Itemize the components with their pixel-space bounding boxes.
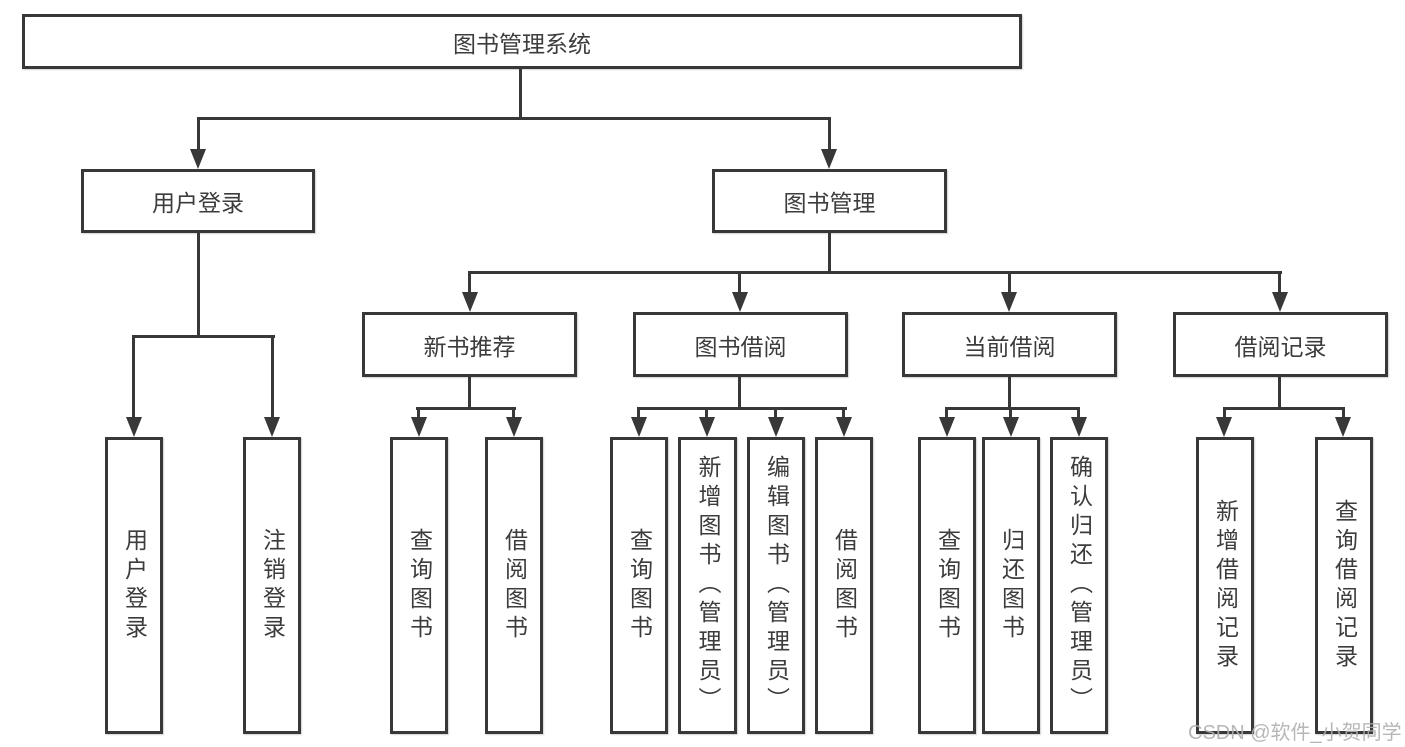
arrowhead-down-icon	[1272, 292, 1288, 312]
arrowhead-down-icon	[821, 149, 837, 169]
arrowhead-down-icon	[462, 292, 478, 312]
connector-line	[1008, 377, 1011, 410]
connector-line	[738, 377, 741, 410]
connector-line	[637, 407, 847, 410]
node-user-login-label: 用户登录	[152, 190, 244, 216]
arrowhead-down-icon	[699, 417, 715, 437]
connector-line	[132, 335, 275, 338]
connector-line	[132, 335, 135, 419]
leaf-query-borrow-record-label: 查询借阅记录	[1331, 498, 1358, 673]
arrowhead-down-icon	[939, 417, 955, 437]
leaf-edit-book-admin: 编辑图书（管理员）	[747, 437, 805, 734]
connector-line	[512, 407, 515, 419]
leaf-borrow-books-borrowing: 借阅图书	[815, 437, 873, 734]
connector-line	[945, 407, 948, 419]
arrowhead-down-icon	[264, 417, 280, 437]
leaf-add-book-admin: 新增图书（管理员）	[678, 437, 737, 734]
leaf-query-books-borrowing: 查询图书	[610, 437, 668, 734]
connector-line	[738, 271, 741, 294]
connector-line	[468, 271, 471, 294]
leaf-confirm-return-admin-label: 确认归还（管理员）	[1066, 455, 1093, 716]
leaf-query-books-borrowing-label: 查询图书	[626, 527, 653, 644]
leaf-query-books-recommend-label: 查询图书	[406, 527, 433, 644]
connector-line	[417, 407, 420, 419]
leaf-user-login-label: 用户登录	[121, 527, 148, 644]
node-book-management: 图书管理	[712, 169, 947, 233]
node-current-borrowing-label: 当前借阅	[963, 333, 1056, 360]
leaf-query-books-recommend: 查询图书	[390, 437, 448, 734]
node-new-book-recommendation: 新书推荐	[362, 312, 577, 377]
node-borrowing-records-label: 借阅记录	[1234, 333, 1327, 360]
leaf-query-books-current-label: 查询图书	[934, 527, 961, 644]
node-borrowing-records: 借阅记录	[1173, 312, 1388, 377]
leaf-logout-label: 注销登录	[259, 527, 286, 644]
arrowhead-down-icon	[631, 417, 647, 437]
leaf-edit-book-admin-label: 编辑图书（管理员）	[763, 455, 790, 716]
connector-line	[945, 407, 1080, 410]
connector-line	[828, 233, 831, 274]
node-current-borrowing: 当前借阅	[902, 312, 1117, 377]
arrowhead-down-icon	[1216, 417, 1232, 437]
connector-line	[637, 407, 640, 419]
leaf-add-borrow-record: 新增借阅记录	[1196, 437, 1254, 734]
leaf-add-book-admin-label: 新增图书（管理员）	[695, 455, 721, 716]
leaf-query-books-current: 查询图书	[918, 437, 976, 734]
connector-line	[197, 117, 831, 120]
leaf-borrow-books-recommend-label: 借阅图书	[501, 527, 528, 644]
watermark: CSDN @软件_小贺同学	[1188, 722, 1402, 744]
arrowhead-down-icon	[1001, 292, 1017, 312]
connector-line	[705, 407, 708, 419]
leaf-borrow-books-recommend: 借阅图书	[485, 437, 543, 734]
connector-line	[1223, 407, 1226, 419]
connector-line	[416, 407, 516, 410]
node-book-management-label: 图书管理	[783, 190, 876, 216]
leaf-confirm-return-admin: 确认归还（管理员）	[1050, 437, 1108, 734]
connector-line	[1278, 377, 1281, 410]
arrowhead-down-icon	[768, 417, 784, 437]
arrowhead-down-icon	[506, 417, 522, 437]
leaf-borrow-books-borrowing-label: 借阅图书	[831, 527, 858, 644]
node-book-borrowing: 图书借阅	[633, 312, 848, 377]
leaf-user-login: 用户登录	[105, 437, 163, 734]
node-user-login: 用户登录	[81, 169, 315, 233]
connector-line	[197, 117, 200, 151]
arrowhead-down-icon	[1335, 417, 1351, 437]
connector-line	[774, 407, 777, 419]
connector-line	[1077, 407, 1080, 419]
arrowhead-down-icon	[836, 417, 852, 437]
connector-line	[842, 407, 845, 419]
connector-line	[1009, 407, 1012, 419]
connector-line	[1342, 407, 1345, 419]
connector-line	[1278, 271, 1281, 294]
connector-line	[519, 69, 522, 120]
leaf-logout: 注销登录	[243, 437, 301, 734]
connector-line	[468, 271, 1282, 274]
leaf-return-book: 归还图书	[982, 437, 1040, 734]
arrowhead-down-icon	[126, 417, 142, 437]
connector-line	[1008, 271, 1011, 294]
leaf-return-book-label: 归还图书	[998, 527, 1025, 644]
connector-line	[1223, 407, 1345, 410]
root-node: 图书管理系统	[22, 14, 1022, 69]
leaf-query-borrow-record: 查询借阅记录	[1315, 437, 1373, 734]
arrowhead-down-icon	[411, 417, 427, 437]
arrowhead-down-icon	[1003, 417, 1019, 437]
node-new-book-recommendation-label: 新书推荐	[423, 333, 516, 360]
connector-line	[197, 233, 200, 338]
root-node-label: 图书管理系统	[453, 30, 591, 57]
connector-line	[828, 117, 831, 151]
leaf-add-borrow-record-label: 新增借阅记录	[1212, 498, 1239, 673]
connector-line	[468, 377, 471, 410]
node-book-borrowing-label: 图书借阅	[694, 333, 787, 360]
arrowhead-down-icon	[732, 292, 748, 312]
connector-line	[271, 335, 274, 419]
arrowhead-down-icon	[1071, 417, 1087, 437]
arrowhead-down-icon	[190, 149, 206, 169]
